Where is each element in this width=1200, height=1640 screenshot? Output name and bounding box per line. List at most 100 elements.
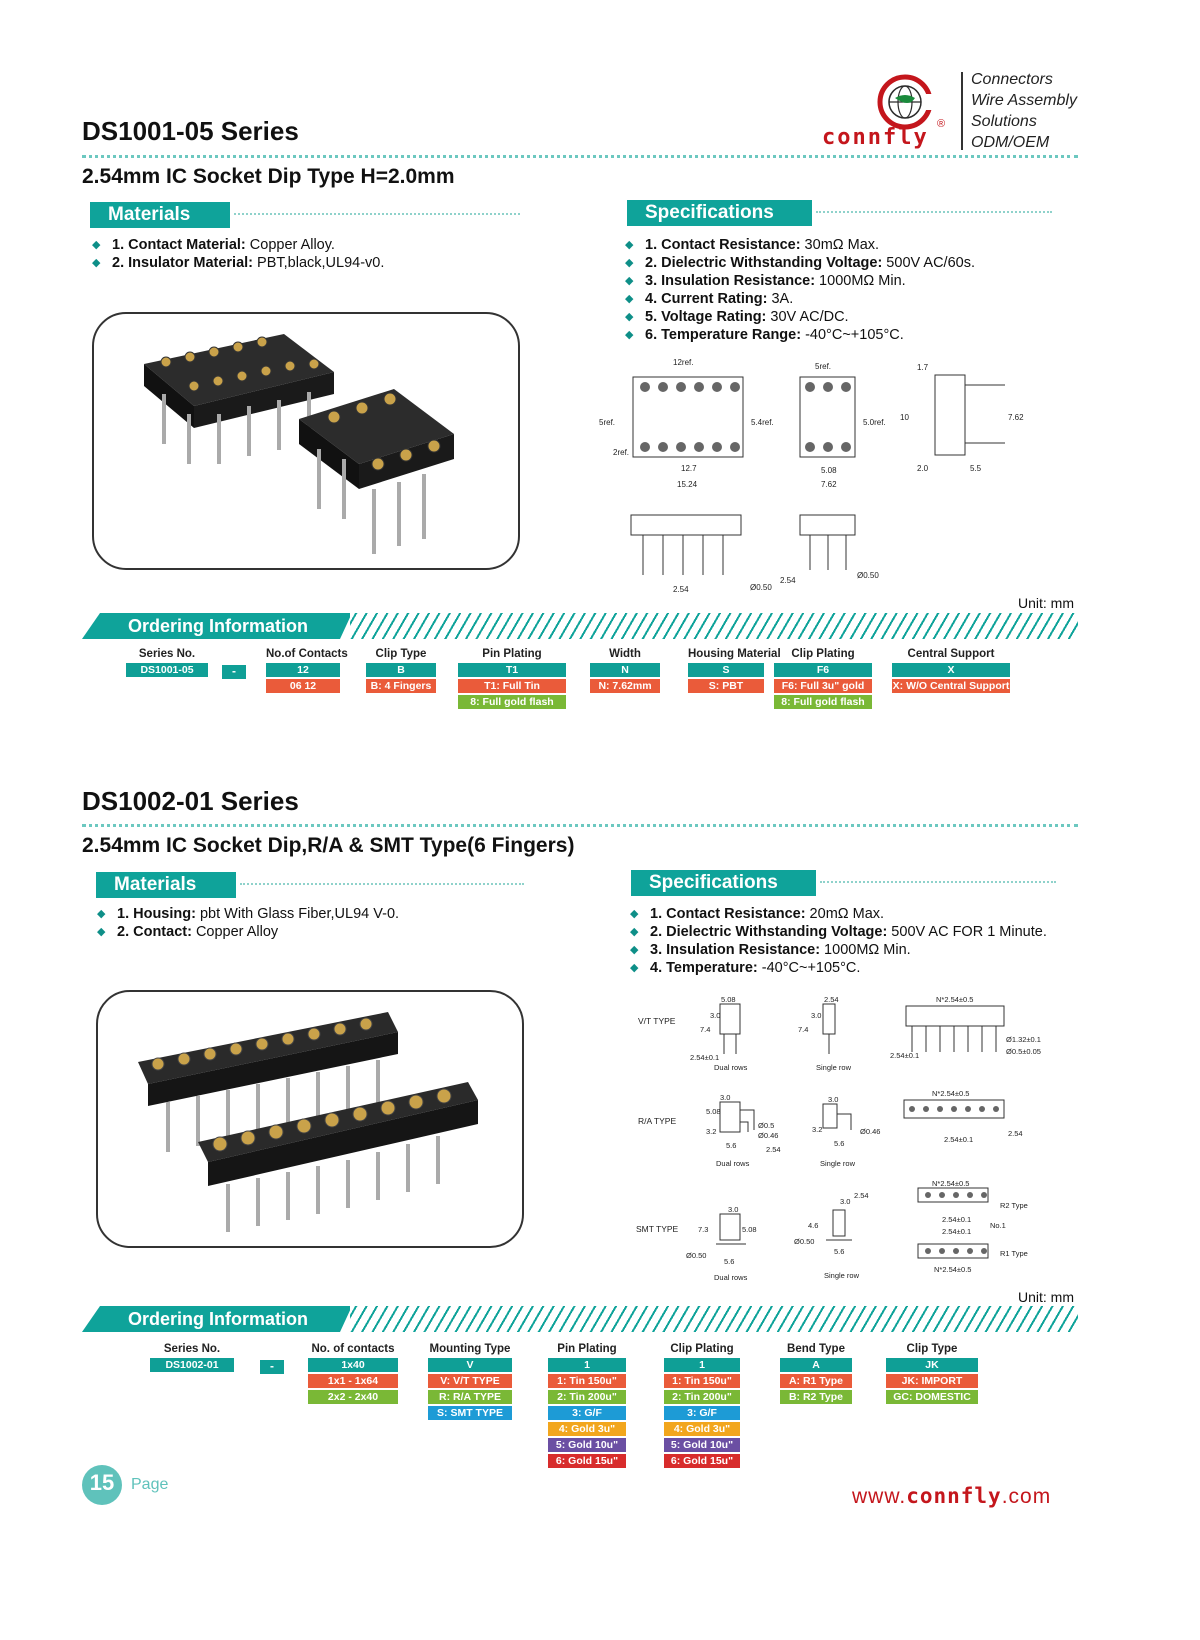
- ordering-column: Series No. DS1001-05: [126, 648, 208, 677]
- option-tag: 2x2 - 2x40: [308, 1390, 398, 1404]
- view-label: Dual rows: [714, 1063, 748, 1072]
- ordering-heading-band: Ordering Information: [82, 1306, 1078, 1332]
- dimension-label: 3.2: [812, 1125, 822, 1134]
- code-value: 12: [266, 663, 340, 677]
- option-tag: 8: Full gold flash: [458, 695, 566, 709]
- code-value: 1x40: [308, 1358, 398, 1372]
- option-tag: B: 4 Fingers: [366, 679, 436, 693]
- view-label: Single row: [820, 1159, 856, 1168]
- option-tag: S: SMT TYPE: [428, 1406, 512, 1420]
- separator-dash: -: [260, 1360, 284, 1374]
- brand-logo: [855, 70, 955, 155]
- divider: [240, 883, 524, 885]
- dimension-label: 2.0: [917, 464, 929, 473]
- view-label: Dual rows: [716, 1159, 750, 1168]
- dimension-label: Ø0.50: [794, 1237, 814, 1246]
- list-item: 6. Temperature Range: -40°C~+105°C.: [625, 326, 975, 344]
- dimension-label: 2.54: [854, 1191, 869, 1200]
- dimension-label: 2ref.: [613, 448, 629, 457]
- column-header: Series No.: [163, 1343, 221, 1355]
- specifications-list: 1. Contact Resistance: 30mΩ Max. 2. Diel…: [625, 236, 975, 344]
- divider: [234, 213, 520, 215]
- option-tag: 1: Tin 150u": [664, 1374, 740, 1388]
- option-tag: 1: Tin 150u": [548, 1374, 626, 1388]
- series-title: DS1001-05 Series: [82, 116, 299, 146]
- dimension-label: 2.54: [824, 995, 839, 1004]
- dimension-label: 7.62: [821, 480, 837, 489]
- dimension-label: 2.54: [780, 576, 796, 585]
- list-item: 2. Insulator Material: PBT,black,UL94-v0…: [92, 254, 384, 272]
- dimension-label: 2.54±0.1: [944, 1135, 973, 1144]
- brand-name: connfly: [822, 125, 929, 150]
- dimension-label: 3.0: [720, 1093, 730, 1102]
- option-tag: F6: Full 3u" gold: [774, 679, 872, 693]
- dimension-label: N*2.54±0.5: [932, 1179, 969, 1188]
- code-value: DS1001-05: [126, 663, 208, 677]
- type-label: V/T TYPE: [638, 1016, 676, 1026]
- option-tag: S: PBT: [688, 679, 764, 693]
- view-label: Single row: [824, 1271, 860, 1280]
- option-tag: A: R1 Type: [780, 1374, 852, 1388]
- dimension-label: Ø0.50: [750, 583, 772, 592]
- dimension-label: 7.4: [798, 1025, 808, 1034]
- dimension-label: 5.0ref.: [863, 418, 886, 427]
- option-tag: GC: DOMESTIC: [886, 1390, 978, 1404]
- column-header: Central Support: [907, 648, 995, 660]
- dimension-label: N*2.54±0.5: [932, 1089, 969, 1098]
- dimension-label: Ø1.32±0.1: [1006, 1035, 1041, 1044]
- option-tag: 06 12: [266, 679, 340, 693]
- series-subtitle: 2.54mm IC Socket Dip Type H=2.0mm: [82, 165, 455, 188]
- option-tag: 3: G/F: [548, 1406, 626, 1420]
- column-header: No.of Contacts: [266, 648, 348, 660]
- registered-mark: ®: [937, 118, 946, 130]
- option-tag: 5: Gold 10u": [664, 1438, 740, 1452]
- page-label: Page: [131, 1476, 169, 1493]
- option-tag: 8: Full gold flash: [774, 695, 872, 709]
- divider: [82, 824, 1078, 827]
- dimension-label: 5.08: [821, 466, 837, 475]
- product-photo: [92, 312, 520, 570]
- column-header: Clip Type: [906, 1343, 958, 1355]
- option-tag: 4: Gold 3u": [664, 1422, 740, 1436]
- dimension-label: N*2.54±0.5: [936, 995, 973, 1004]
- technical-drawing: V/T TYPE R/A TYPE SMT TYPE 5.08 3.0 7.4 …: [628, 992, 1080, 1282]
- ordering-column: Series No.DS1002-01: [150, 1343, 234, 1372]
- url-prefix: www.: [852, 1485, 907, 1508]
- ordering-heading-band: Ordering Information: [82, 613, 1078, 639]
- dimension-label: 3.0: [840, 1197, 850, 1206]
- dimension-label: N*2.54±0.5: [934, 1265, 971, 1274]
- dimension-label: 3.0: [710, 1011, 720, 1020]
- column-header: Series No.: [138, 648, 196, 660]
- divider: [820, 881, 1056, 883]
- tagline-line: Solutions: [971, 113, 1037, 130]
- option-tag: 3: G/F: [664, 1406, 740, 1420]
- list-item: 1. Contact Resistance: 30mΩ Max.: [625, 236, 975, 254]
- column-header: Housing Material: [688, 648, 781, 660]
- list-item: 4. Current Rating: 3A.: [625, 290, 975, 308]
- dimension-label: 10: [900, 413, 909, 422]
- option-tag: B: R2 Type: [780, 1390, 852, 1404]
- dimension-label: 5.4ref.: [751, 418, 774, 427]
- code-value: F6: [774, 663, 872, 677]
- code-value: N: [590, 663, 660, 677]
- dimension-label: Ø0.5±0.05: [1006, 1047, 1041, 1056]
- option-tag: X: W/O Central Support: [892, 679, 1010, 693]
- code-value: 1: [664, 1358, 740, 1372]
- option-tag: 4: Gold 3u": [548, 1422, 626, 1436]
- divider: [816, 211, 1052, 213]
- dimension-label: 2.54: [673, 585, 689, 594]
- ordering-heading: Ordering Information: [82, 613, 352, 639]
- tagline-divider: [961, 72, 963, 150]
- dimension-label: Ø0.5: [758, 1121, 774, 1130]
- dimension-label: 5.6: [834, 1139, 844, 1148]
- dimension-label: 5ref.: [599, 418, 615, 427]
- column-header: Mounting Type: [429, 1343, 511, 1355]
- dimension-label: 3.0: [811, 1011, 821, 1020]
- view-label: Single row: [816, 1063, 852, 1072]
- connfly-logo-icon: [877, 74, 935, 130]
- dimension-label: 15.24: [677, 480, 698, 489]
- specifications-heading: Specifications: [627, 200, 812, 226]
